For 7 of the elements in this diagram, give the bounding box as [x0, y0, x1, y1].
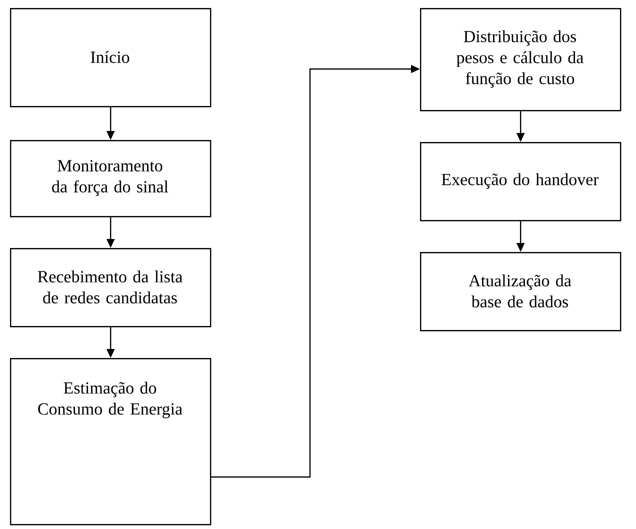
process-box: Execução do handover [420, 142, 622, 222]
process-box: Distribuição dos pesos e cálculo da função de custo [420, 8, 622, 112]
process-box: Atualização da base de dados [420, 252, 622, 332]
process-box: Monitoramento da força do sinal [10, 140, 212, 218]
process-box: Recebimento da lista de redes candidatas [10, 248, 212, 328]
process-box: Início [10, 8, 212, 108]
process-box: Estimação do Consumo de Energia [10, 358, 212, 526]
